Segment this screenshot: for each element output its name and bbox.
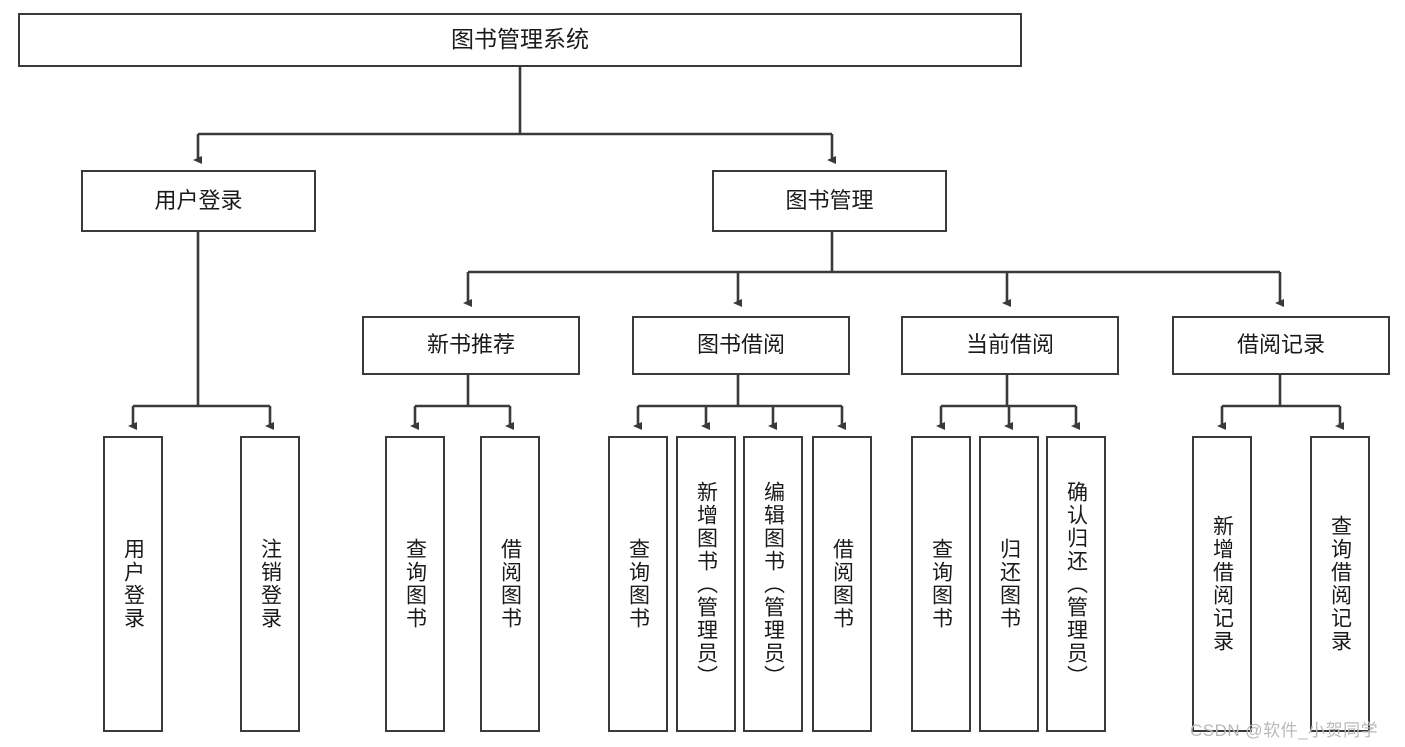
- node-label: 查询借阅记录: [1328, 515, 1352, 653]
- node-borrow-records[interactable]: 借阅记录: [1172, 316, 1390, 375]
- node-book-borrow[interactable]: 图书借阅: [632, 316, 850, 375]
- leaf-user-login[interactable]: 用户登录: [103, 436, 163, 732]
- node-book-management-system[interactable]: 图书管理系统: [18, 13, 1022, 67]
- leaf-edit-book-admin[interactable]: 编辑图书（管理员）: [743, 436, 803, 732]
- node-label: 借阅图书: [830, 538, 854, 630]
- node-label: 借阅图书: [498, 538, 522, 630]
- node-label: 新书推荐: [426, 332, 515, 358]
- leaf-query-borrow-record[interactable]: 查询借阅记录: [1310, 436, 1370, 732]
- node-label: 用户登录: [154, 187, 243, 213]
- leaf-borrow-book[interactable]: 借阅图书: [812, 436, 872, 732]
- node-label: 查询图书: [403, 538, 427, 630]
- node-label: 图书管理: [785, 187, 874, 213]
- node-label: 确认归还（管理员）: [1064, 480, 1088, 688]
- node-label: 当前借阅: [965, 332, 1054, 358]
- leaf-query-book-borrow[interactable]: 查询图书: [608, 436, 668, 732]
- leaf-add-borrow-record[interactable]: 新增借阅记录: [1192, 436, 1252, 732]
- node-label: 查询图书: [929, 538, 953, 630]
- node-label: 新增借阅记录: [1210, 515, 1234, 653]
- leaf-borrow-book-newbook[interactable]: 借阅图书: [480, 436, 540, 732]
- node-label: 归还图书: [997, 538, 1021, 630]
- node-label: 查询图书: [626, 538, 650, 630]
- node-label: 编辑图书（管理员）: [761, 480, 785, 688]
- node-label: 用户登录: [121, 538, 145, 630]
- node-label: 注销登录: [258, 538, 282, 630]
- node-label: 借阅记录: [1236, 332, 1325, 358]
- leaf-return-book[interactable]: 归还图书: [979, 436, 1039, 732]
- leaf-query-book-newbook[interactable]: 查询图书: [385, 436, 445, 732]
- leaf-confirm-return-admin[interactable]: 确认归还（管理员）: [1046, 436, 1106, 732]
- node-label: 图书管理系统: [451, 26, 589, 53]
- leaf-query-book-current[interactable]: 查询图书: [911, 436, 971, 732]
- node-book-management[interactable]: 图书管理: [712, 170, 947, 232]
- node-label: 图书借阅: [696, 332, 785, 358]
- leaf-logout[interactable]: 注销登录: [240, 436, 300, 732]
- leaf-add-book-admin[interactable]: 新增图书（管理员）: [676, 436, 736, 732]
- node-user-login[interactable]: 用户登录: [81, 170, 316, 232]
- node-current-borrow[interactable]: 当前借阅: [901, 316, 1119, 375]
- node-label: 新增图书（管理员）: [694, 480, 718, 688]
- node-new-book-recommend[interactable]: 新书推荐: [362, 316, 580, 375]
